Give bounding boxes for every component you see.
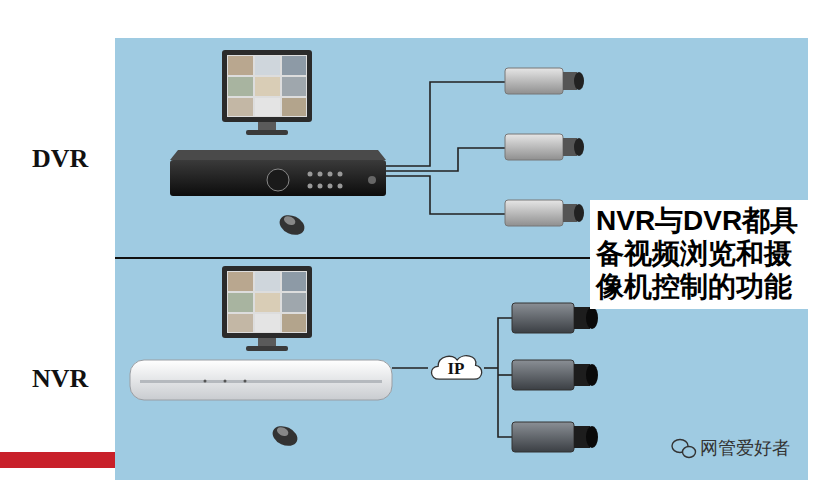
background-panel: [115, 38, 808, 480]
nvr-recorder: [130, 360, 392, 400]
mouse-icon: [269, 422, 300, 449]
camera-icon: [505, 200, 584, 226]
dvr-wires: [385, 82, 505, 214]
section-label: DVR: [32, 144, 88, 174]
camera-icon: [512, 303, 598, 333]
accent-bar: [0, 452, 115, 468]
cloud-label: IP: [448, 360, 465, 377]
mouse-icon: [276, 211, 307, 238]
note-box: NVR与DVR都具备视频浏览和摄像机控制的功能: [590, 200, 808, 309]
camera-icon: [512, 360, 598, 390]
cloud-shape: [431, 356, 481, 379]
network-cloud: IP: [428, 352, 484, 384]
network-wires: [392, 318, 512, 437]
camera-icon: [505, 68, 584, 94]
watermark: 网管爱好者: [700, 436, 790, 460]
monitor-icon: [222, 266, 312, 351]
camera-icon: [512, 422, 598, 452]
section-label: NVR: [32, 364, 88, 394]
camera-icon: [505, 134, 584, 160]
dvr-recorder: [170, 150, 386, 196]
note-text: NVR与DVR都具备视频浏览和摄像机控制的功能: [596, 204, 804, 303]
monitor-icon: [222, 50, 312, 135]
wechat-icon: [672, 440, 696, 458]
